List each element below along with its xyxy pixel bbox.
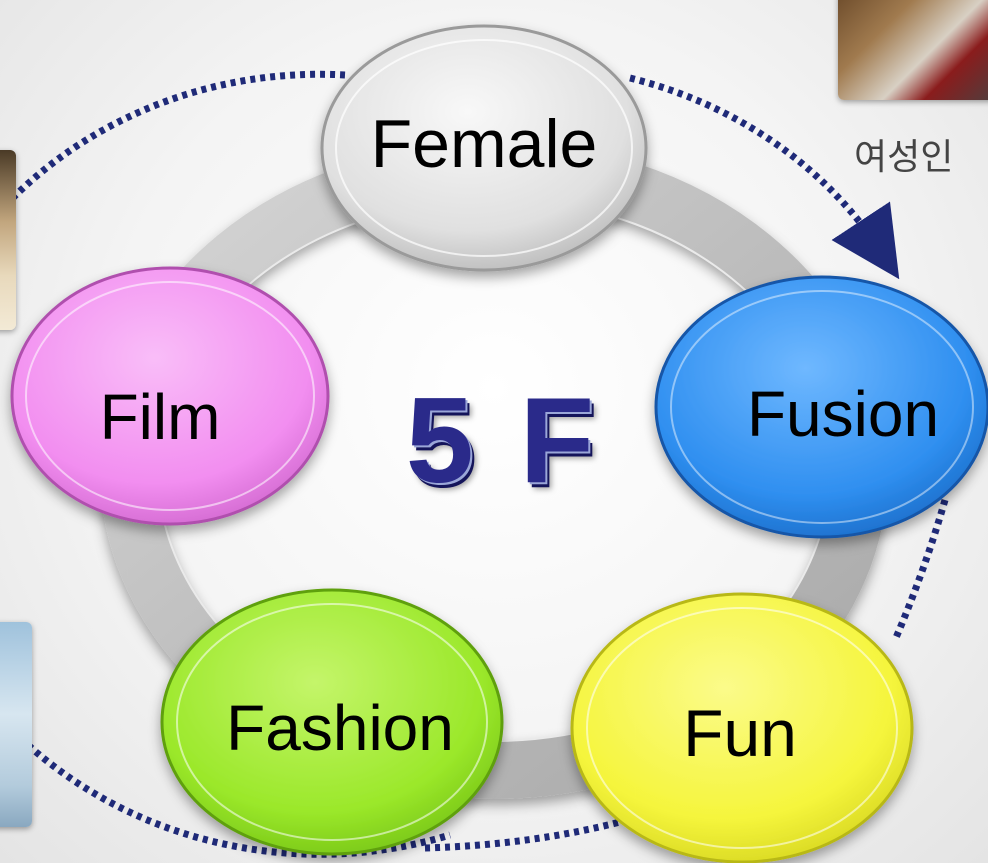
node-label-fashion: Fashion	[226, 691, 454, 765]
dotted-arc-bottom	[425, 822, 620, 848]
node-label-fusion: Fusion	[747, 377, 939, 451]
node-label-fun: Fun	[683, 695, 797, 771]
node-label-film: Film	[100, 380, 221, 454]
node-label-female: Female	[371, 105, 598, 183]
portrait-photo	[0, 150, 16, 330]
landscape-photo	[0, 622, 32, 827]
side-caption: 여성인	[854, 128, 953, 180]
center-title: 5 F	[406, 370, 600, 510]
office-photo	[838, 0, 988, 100]
